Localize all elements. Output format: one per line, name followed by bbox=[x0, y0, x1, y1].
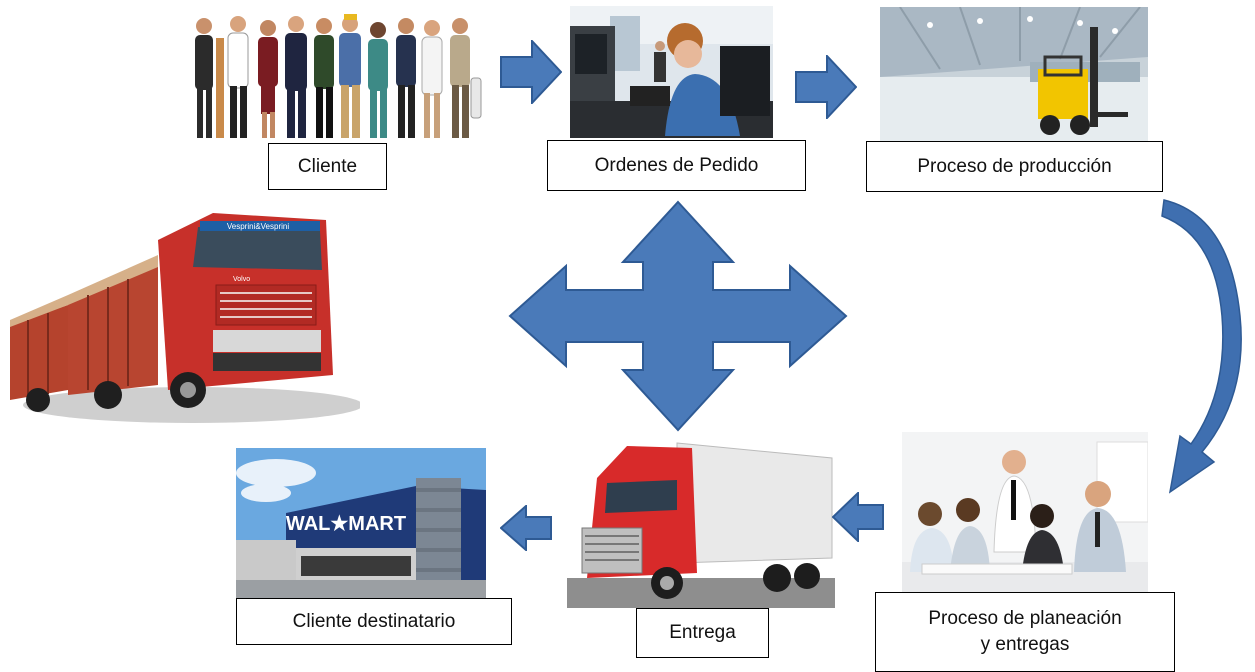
four-way-arrow-icon bbox=[508, 200, 848, 432]
curved-arrow-icon bbox=[1160, 196, 1255, 496]
label-proceso-produccion: Proceso de producción bbox=[866, 141, 1163, 192]
label-destinatario-text: Cliente destinatario bbox=[292, 610, 456, 632]
truck-brand-text: Volvo bbox=[233, 276, 250, 283]
store-photo: WAL★MART bbox=[236, 448, 486, 600]
left-arrow-icon bbox=[500, 505, 552, 551]
truck-banner-text: Vesprini&Vesprini bbox=[227, 222, 289, 231]
label-cliente: Cliente bbox=[268, 143, 387, 190]
label-entrega-text: Entrega bbox=[669, 622, 736, 644]
label-ordenes-de-pedido: Ordenes de Pedido bbox=[547, 140, 806, 191]
left-arrow-icon bbox=[832, 492, 884, 542]
cargo-truck-photo: Vesprini&Vesprini Volvo bbox=[8, 205, 360, 430]
warehouse-photo bbox=[880, 7, 1148, 141]
label-entrega: Entrega bbox=[636, 608, 769, 658]
right-arrow-icon bbox=[795, 55, 857, 119]
label-produccion-text: Proceso de producción bbox=[917, 155, 1112, 177]
label-ordenes-text: Ordenes de Pedido bbox=[594, 154, 759, 176]
customers-photo bbox=[182, 8, 490, 143]
delivery-truck-photo bbox=[567, 438, 835, 608]
label-cliente-text: Cliente bbox=[297, 155, 358, 177]
label-proceso-planeacion: Proceso de planeación y entregas bbox=[875, 592, 1175, 672]
order-office-photo bbox=[570, 6, 773, 138]
label-planeacion-line2: y entregas bbox=[980, 634, 1070, 655]
label-planeacion-line1: Proceso de planeación bbox=[928, 608, 1122, 630]
label-cliente-destinatario: Cliente destinatario bbox=[236, 598, 512, 645]
store-sign-text: WAL★MART bbox=[286, 513, 406, 535]
planning-team-photo bbox=[902, 432, 1148, 592]
right-arrow-icon bbox=[500, 40, 562, 104]
